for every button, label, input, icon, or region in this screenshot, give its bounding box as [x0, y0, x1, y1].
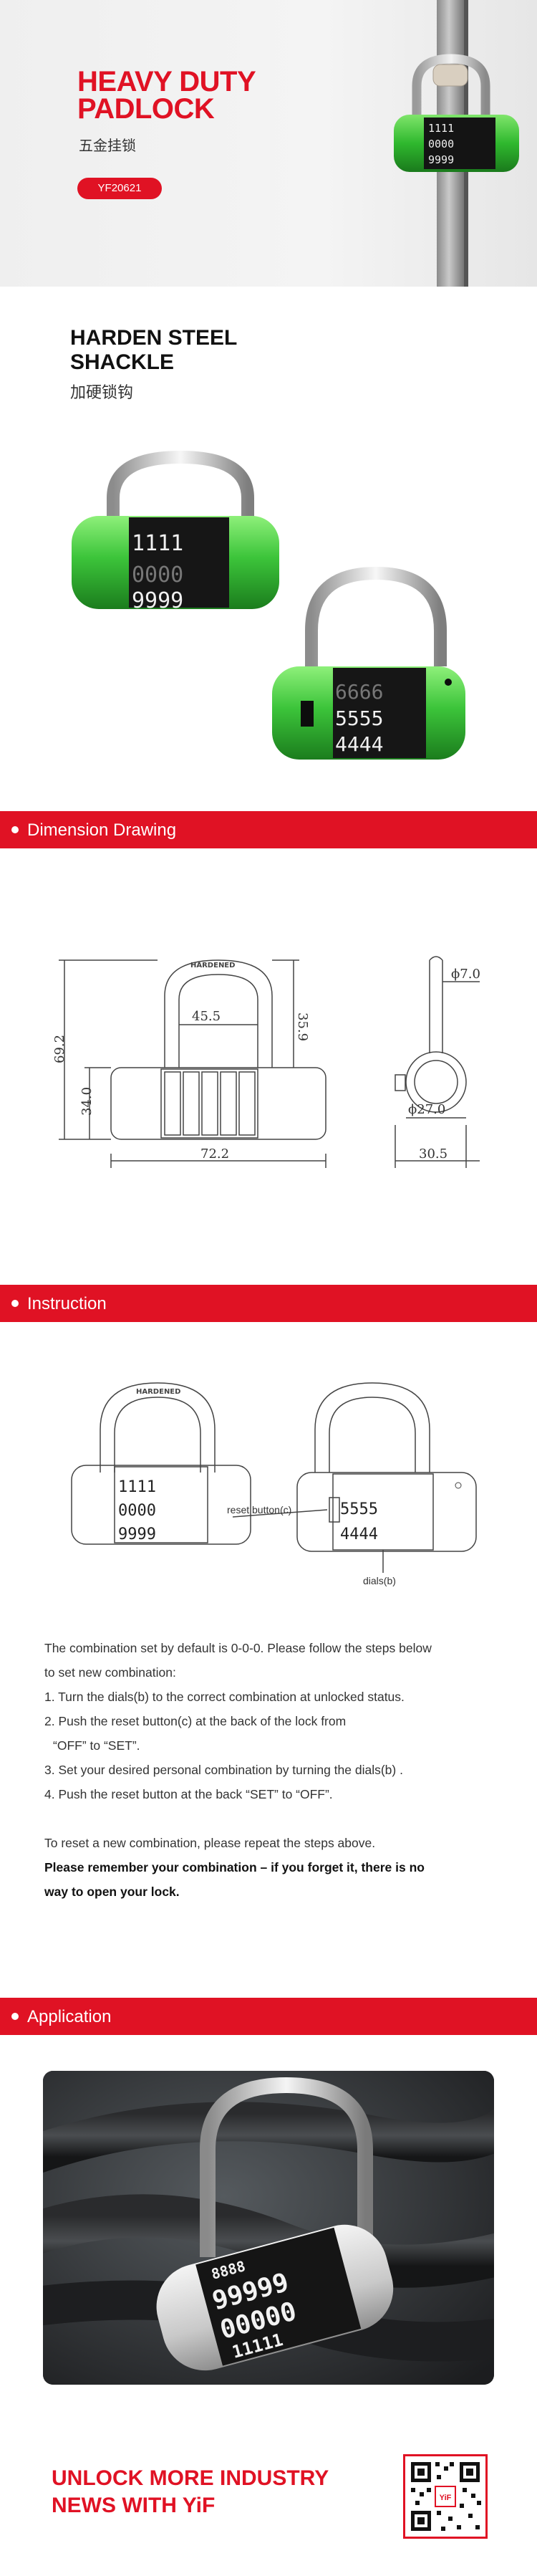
diagram-row-1: 1111 — [118, 1478, 156, 1496]
instruction-text: The combination set by default is 0-0-0.… — [44, 1636, 503, 1904]
bullet-icon — [11, 1300, 19, 1307]
reset-button-label: reset button(c) — [227, 1504, 291, 1516]
hero-lock-image: 1111 0000 9999 — [394, 54, 519, 172]
section-title: Application — [27, 2007, 112, 2026]
hero-banner: 1111 0000 9999 HEAVY DUTY PADLOCK 五金挂锁 YF2… — [0, 0, 537, 287]
section-bar-dimension: Dimension Drawing — [0, 811, 537, 848]
qr-code-icon: YiF — [411, 2462, 481, 2531]
section-title: Instruction — [27, 1294, 107, 1313]
diagram-row-2: 0000 — [118, 1502, 156, 1520]
section-bar-instruction: Instruction — [0, 1285, 537, 1322]
instr-warning-2: way to open your lock. — [44, 1885, 180, 1899]
instr-warning-1: Please remember your combination – if yo… — [44, 1860, 425, 1874]
qr-label: YiF — [440, 2494, 452, 2502]
dim-body-dia: ϕ27.0 — [408, 1102, 445, 1117]
bullet-icon — [11, 2013, 19, 2020]
diagram-row-3: 9999 — [118, 1526, 156, 1543]
diagram-back-row-1: 5555 — [340, 1500, 378, 1518]
engraving-text: HARDENED — [190, 962, 235, 969]
dimension-drawing: 69.2 34.0 45.5 35.9 72.2 ϕ7.0 ϕ27.0 30.5… — [52, 956, 480, 1168]
dim-total-width: 72.2 — [200, 1146, 229, 1162]
instr-intro-2: to set new combination: — [44, 1665, 176, 1680]
dim-inner-width: 45.5 — [192, 1009, 221, 1024]
svg-text:0000: 0000 — [428, 138, 454, 150]
footer-title: UNLOCK MORE INDUSTRY NEWS WITH YiF — [52, 2466, 329, 2517]
dim-total-height: 69.2 — [52, 1035, 67, 1063]
svg-text:1111: 1111 — [428, 122, 454, 135]
back-dials-bottom: 4444 — [335, 732, 383, 756]
instruction-diagram: 1111 0000 9999 5555 4444 HARDENED reset … — [71, 1382, 477, 1586]
instr-step-2: 2. Push the reset button(c) at the back … — [44, 1714, 347, 1728]
front-dials-top: 1111 — [132, 531, 183, 556]
feature-title: HARDEN STEEL SHACKLE — [70, 326, 238, 374]
instr-step-1: 1. Turn the dials(b) to the correct comb… — [44, 1690, 405, 1704]
dim-depth: 30.5 — [419, 1146, 448, 1162]
back-dials-top: 5555 — [335, 707, 383, 730]
diagram-engraving: HARDENED — [136, 1388, 180, 1396]
instr-step-2b: “OFF” to “SET”. — [53, 1738, 140, 1753]
section-bar-application: Application — [0, 1998, 537, 2035]
instr-step-3: 3. Set your desired personal combination… — [44, 1763, 403, 1777]
instr-reset: To reset a new combination, please repea… — [44, 1836, 376, 1850]
section-title: Dimension Drawing — [27, 820, 177, 840]
dim-shackle-dia: ϕ7.0 — [451, 967, 480, 982]
feature-lock-images: 1111 0000 9999 6666 5555 4444 — [72, 450, 465, 760]
instr-intro-1: The combination set by default is 0-0-0.… — [44, 1641, 432, 1655]
svg-text:9999: 9999 — [428, 153, 454, 166]
dim-body-height: 34.0 — [79, 1087, 95, 1116]
svg-text:0000: 0000 — [132, 562, 183, 588]
qr-code[interactable]: YiF — [403, 2454, 488, 2539]
dim-shackle-clear: 35.9 — [295, 1012, 310, 1041]
svg-text:6666: 6666 — [335, 680, 383, 704]
feature-subtitle: 加硬锁钩 — [70, 383, 134, 401]
dials-label: dials(b) — [363, 1575, 396, 1586]
instr-step-4: 4. Push the reset button at the back “SE… — [44, 1787, 333, 1801]
bullet-icon — [11, 826, 19, 833]
hero-title: HEAVY DUTY PADLOCK — [77, 66, 256, 125]
model-badge: YF20621 — [77, 178, 162, 199]
hero-subtitle: 五金挂锁 — [79, 138, 136, 154]
front-dials-bottom: 9999 — [132, 588, 183, 613]
diagram-back-row-2: 4444 — [340, 1526, 378, 1543]
application-photo: 8888 99999 00000 11111 — [43, 2071, 494, 2385]
